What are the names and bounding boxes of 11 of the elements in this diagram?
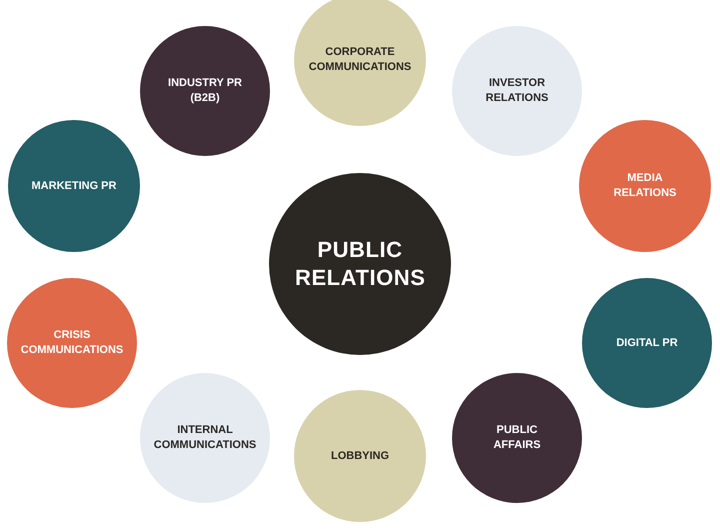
node-label: INVESTOR RELATIONS <box>484 76 550 106</box>
node-label: MEDIA RELATIONS <box>612 171 678 201</box>
node-label: INTERNAL COMMUNICATIONS <box>152 423 258 453</box>
node-label: CORPORATE COMMUNICATIONS <box>308 45 412 75</box>
node-label: LOBBYING <box>330 448 390 464</box>
node-label: CRISIS COMMUNICATIONS <box>20 328 124 358</box>
node-label: PUBLIC RELATIONS <box>295 236 425 292</box>
node-label: MARKETING PR <box>32 178 116 194</box>
node-label: PUBLIC AFFAIRS <box>492 423 542 453</box>
node-label: DIGITAL PR <box>616 336 678 350</box>
node-label: INDUSTRY PR (B2B) <box>167 76 243 106</box>
